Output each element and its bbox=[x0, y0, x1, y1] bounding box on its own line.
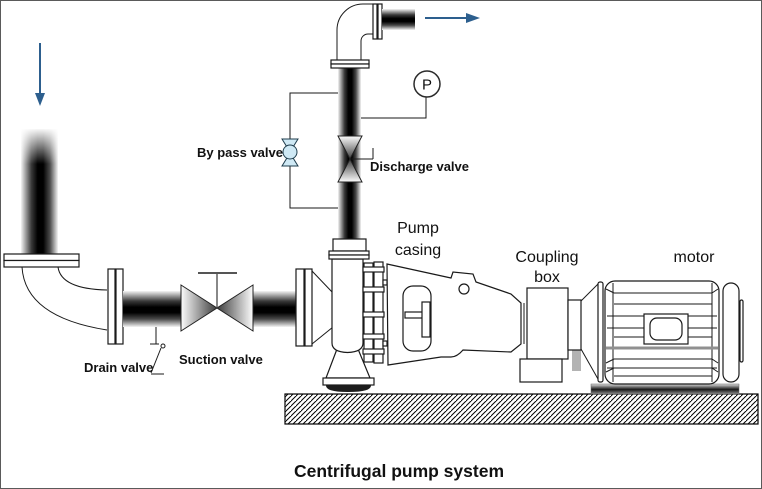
motor bbox=[590, 280, 744, 395]
pressure-gauge: P bbox=[361, 70, 441, 119]
discharge-valve bbox=[337, 135, 374, 183]
discharge-elbow bbox=[336, 3, 415, 60]
coupling-box-label-line1: Coupling bbox=[515, 249, 578, 266]
discharge-valve-label: Discharge valve bbox=[370, 159, 469, 174]
pump-casing bbox=[322, 238, 375, 392]
pump-suction-flange bbox=[295, 268, 334, 347]
bypass-valve bbox=[281, 138, 299, 167]
motor-fan-cover bbox=[722, 282, 744, 383]
inlet-flange bbox=[3, 253, 80, 268]
coupling-box bbox=[519, 283, 599, 383]
suction-valve-label: Suction valve bbox=[179, 352, 263, 367]
diagram-title: Centrifugal pump system bbox=[294, 461, 504, 481]
drain-valve-symbol bbox=[150, 327, 166, 375]
suction-elbow bbox=[21, 266, 124, 345]
pressure-gauge-letter: P bbox=[422, 77, 432, 94]
motor-label: motor bbox=[674, 249, 716, 266]
motor-terminal-box bbox=[643, 313, 689, 345]
drain-valve-label: Drain valve bbox=[84, 360, 153, 375]
suction-valve bbox=[180, 272, 254, 332]
flow-out-arrow-icon bbox=[425, 13, 480, 23]
coupling-box-label-line2: box bbox=[534, 269, 560, 286]
suction-pipe bbox=[123, 291, 297, 327]
inlet-pipe bbox=[20, 128, 59, 255]
bearing-housing bbox=[386, 263, 525, 366]
bypass-valve-label: By pass valve bbox=[197, 145, 283, 160]
pump-flange-ring bbox=[362, 261, 388, 364]
pump-casing-label-line1: Pump bbox=[397, 220, 439, 237]
flow-in-arrow-icon bbox=[35, 43, 45, 106]
ground-hatch bbox=[284, 393, 759, 425]
pump-casing-label-line2: casing bbox=[395, 242, 441, 259]
